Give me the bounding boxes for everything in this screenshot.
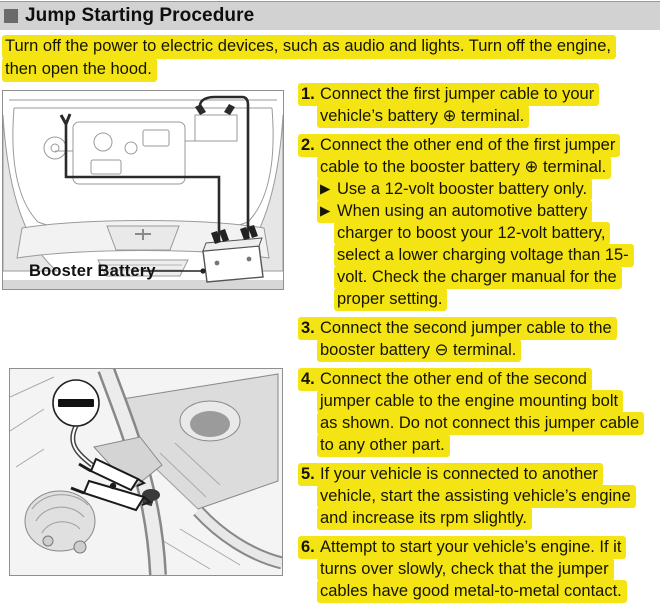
highlighted-text: 1.Connect the first jumper cable to your	[298, 83, 600, 106]
step-line: booster battery ⊖ terminal.	[317, 339, 660, 362]
engine-bay-illustration	[3, 95, 283, 289]
step-line: as shown. Do not connect this jumper cab…	[317, 412, 660, 435]
step-line: 2.Connect the other end of the first jum…	[298, 134, 660, 157]
sub-bullet-line: proper setting.	[334, 288, 660, 311]
label-leader-line	[141, 268, 206, 274]
figure-engine-bay: Booster Battery	[2, 90, 284, 290]
booster-battery	[202, 225, 264, 283]
highlighted-text: 2.Connect the other end of the first jum…	[298, 134, 621, 157]
highlighted-text: volt. Check the charger manual for the	[334, 266, 622, 289]
highlighted-text: vehicle, start the assisting vehicle’s e…	[317, 485, 636, 508]
highlighted-text: jumper cable to the engine mounting bolt	[317, 390, 624, 413]
step-line: and increase its rpm slightly.	[317, 507, 660, 530]
booster-clamp-right	[240, 225, 258, 240]
highlighted-text: proper setting.	[334, 288, 448, 311]
minus-callout-icon	[52, 379, 100, 427]
engine-cover	[121, 373, 279, 510]
callout-leader-wire	[70, 424, 94, 467]
booster-battery-label: Booster Battery	[29, 262, 156, 280]
step-item: 2.Connect the other end of the first jum…	[298, 134, 660, 311]
highlighted-text: 3.Connect the second jumper cable to the	[298, 317, 617, 340]
step-number: 6.	[301, 538, 315, 556]
step-line: 6.Attempt to start your vehicle’s engine…	[298, 536, 660, 559]
highlighted-text: ▶When using an automotive battery	[317, 200, 593, 223]
step-line: 1.Connect the first jumper cable to your	[298, 83, 660, 106]
step-number: 2.	[301, 136, 315, 154]
step-line: cable to the booster battery ⊕ terminal.	[317, 156, 660, 179]
step-item: 5.If your vehicle is connected to anothe…	[298, 463, 660, 530]
jumper-cable-positive	[198, 95, 250, 247]
triangle-bullet-icon: ▶	[320, 203, 331, 218]
step-item: 6.Attempt to start your vehicle’s engine…	[298, 536, 660, 603]
sub-bullet-line: select a lower charging voltage than 15-	[334, 244, 660, 267]
triangle-bullet-icon: ▶	[320, 181, 331, 196]
engine-close-up-illustration	[10, 369, 282, 575]
page-title: Jump Starting Procedure	[25, 5, 255, 26]
highlighted-text: charger to boost your 12-volt battery,	[334, 222, 611, 245]
step-line: vehicle’s battery ⊕ terminal.	[317, 105, 660, 128]
figure-engine-close-up	[9, 368, 283, 576]
section-title-bar: Jump Starting Procedure	[0, 1, 660, 30]
ground-band	[3, 280, 283, 289]
sub-bullet-line: ▶Use a 12-volt booster battery only.	[317, 178, 660, 201]
steps-list: 1.Connect the first jumper cable to your…	[298, 83, 660, 603]
step-line: 4.Connect the other end of the second	[298, 368, 660, 391]
sub-bullet-line: ▶When using an automotive battery	[317, 200, 660, 223]
alternator	[24, 490, 96, 554]
highlighted-text: 6.Attempt to start your vehicle’s engine…	[298, 536, 627, 559]
highlighted-text: select a lower charging voltage than 15-	[334, 244, 634, 267]
step-number: 1.	[301, 85, 315, 103]
step-line: cables have good metal-to-metal contact.	[317, 580, 660, 603]
step-number: 3.	[301, 319, 315, 337]
highlighted-text: vehicle’s battery ⊕ terminal.	[317, 105, 530, 128]
intro-line: then open the hood.	[2, 58, 659, 82]
step-line: 3.Connect the second jumper cable to the	[298, 317, 660, 340]
highlighted-text: booster battery ⊖ terminal.	[317, 339, 522, 362]
step-line: jumper cable to the engine mounting bolt	[317, 390, 660, 413]
highlighted-text: as shown. Do not connect this jumper cab…	[317, 412, 645, 435]
step-item: 3.Connect the second jumper cable to the…	[298, 317, 660, 362]
highlighted-text: to any other part.	[317, 434, 450, 457]
highlighted-text: ▶Use a 12-volt booster battery only.	[317, 178, 593, 201]
step-line: vehicle, start the assisting vehicle’s e…	[317, 485, 660, 508]
step-line: turns over slowly, check that the jumper	[317, 558, 660, 581]
left-fender	[3, 114, 59, 272]
jumper-cable-negative	[59, 113, 221, 249]
sub-bullet-line: charger to boost your 12-volt battery,	[334, 222, 660, 245]
intro-line: Turn off the power to electric devices, …	[2, 35, 659, 59]
section-square-icon	[4, 9, 18, 23]
intro-paragraph: Turn off the power to electric devices, …	[2, 35, 659, 82]
highlighted-text: Turn off the power to electric devices, …	[2, 35, 616, 59]
booster-clamp-left	[211, 229, 229, 244]
highlighted-text: cables have good metal-to-metal contact.	[317, 580, 627, 603]
highlighted-text: cable to the booster battery ⊕ terminal.	[317, 156, 612, 179]
sub-bullet-line: volt. Check the charger manual for the	[334, 266, 660, 289]
lower-hose	[193, 506, 282, 570]
step-line: to any other part.	[317, 434, 660, 457]
highlighted-text: 5.If your vehicle is connected to anothe…	[298, 463, 603, 486]
step-line: 5.If your vehicle is connected to anothe…	[298, 463, 660, 486]
highlighted-text: and increase its rpm slightly.	[317, 507, 532, 530]
highlighted-text: turns over slowly, check that the jumper	[317, 558, 614, 581]
highlighted-text: 4.Connect the other end of the second	[298, 368, 592, 391]
highlighted-text: then open the hood.	[2, 58, 157, 82]
background-detail-lines	[10, 376, 241, 570]
engine-block	[55, 121, 199, 185]
vehicle-battery	[194, 104, 238, 142]
step-item: 1.Connect the first jumper cable to your…	[298, 83, 660, 128]
step-number: 4.	[301, 370, 315, 388]
step-number: 5.	[301, 465, 315, 483]
jumper-clamp	[70, 457, 152, 512]
